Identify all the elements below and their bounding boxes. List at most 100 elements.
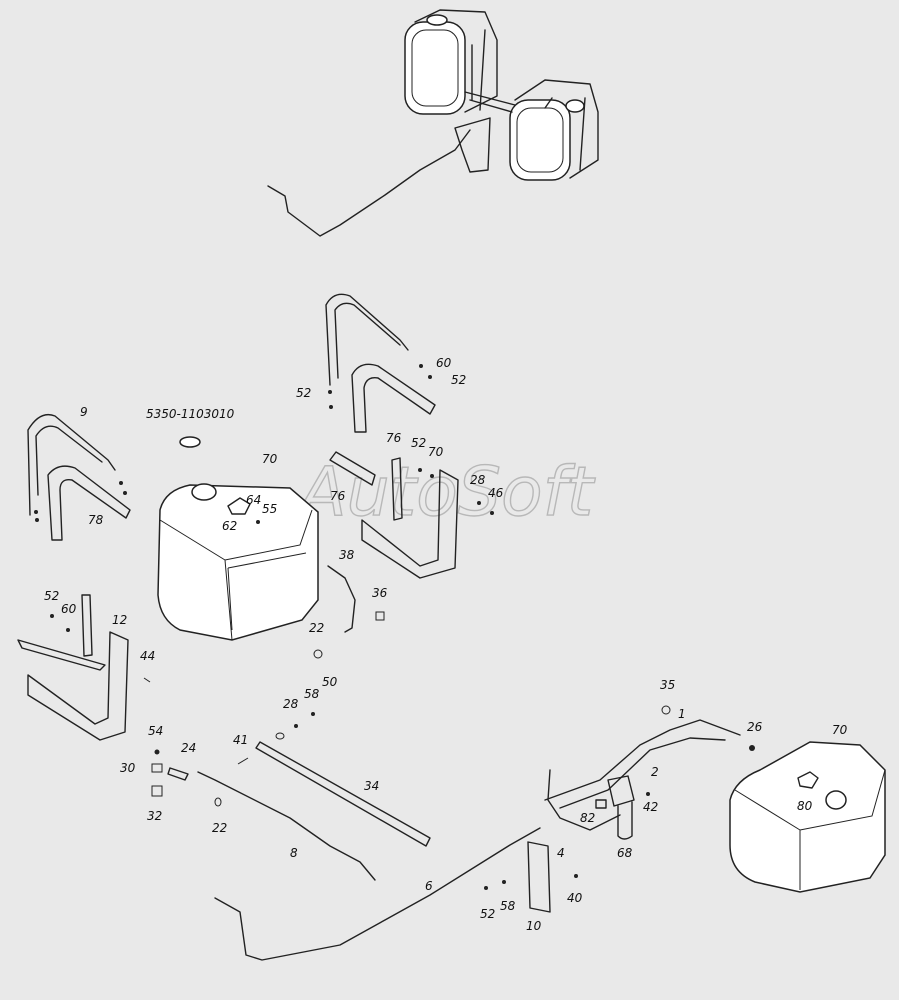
callout-58a: 58: [304, 687, 320, 701]
callout-28a: 28: [470, 473, 486, 487]
callout-8: 8: [290, 846, 298, 860]
fitting-26: [749, 745, 755, 751]
callout-9: 9: [80, 405, 88, 419]
fitting-22b: [214, 797, 222, 807]
callout-52b: 52: [296, 386, 311, 400]
upper-strap: [325, 293, 409, 386]
callout-44: 44: [140, 649, 155, 663]
callout-52e: 52: [480, 907, 495, 921]
top-crossbar: [464, 91, 516, 113]
pipe-2: [559, 737, 726, 809]
strap-9-inner: [35, 425, 103, 496]
clip-24: [167, 767, 189, 781]
top-assembly: [267, 9, 599, 237]
bolt-dot: [50, 614, 54, 618]
side-tank-70: [729, 741, 886, 893]
part-number-label: 5350-1103010: [146, 407, 235, 421]
fitting-36: [375, 611, 385, 621]
callout-12: 12: [112, 613, 127, 627]
fuel-cap-part: [179, 436, 201, 448]
pipe-34: [255, 741, 431, 847]
callout-60a: 60: [436, 356, 452, 370]
bolt-dot: [329, 405, 333, 409]
bolt-41: [237, 757, 249, 765]
upper-strap-inner: [334, 302, 401, 379]
main-tank-70: [157, 484, 319, 641]
fitting-22: [313, 649, 323, 659]
main-tank-edges: [159, 509, 313, 641]
callout-26: 26: [747, 720, 763, 734]
bolt-40: [574, 874, 578, 878]
bolt-dot: [256, 520, 260, 524]
pipe-6: [214, 827, 541, 961]
bolt-dot: [477, 501, 481, 505]
callout-6: 6: [425, 879, 433, 893]
filter-68: [617, 801, 633, 840]
middle-center-group: [313, 293, 494, 659]
fitting-54: [154, 749, 160, 755]
bolt-dot: [428, 375, 432, 379]
lower-left-group: [17, 594, 151, 741]
fitting-50: [311, 712, 315, 716]
strap-9: [27, 413, 116, 516]
callout-30: 30: [120, 761, 136, 775]
fitting-35: [661, 705, 671, 715]
pipe-1: [544, 719, 741, 801]
top-tank-left-cap: [426, 14, 448, 26]
callout-78: 78: [88, 513, 104, 527]
callout-68: 68: [617, 846, 633, 860]
top-tank-right-body: [514, 79, 599, 179]
callout-55: 55: [262, 502, 277, 516]
callout-42: 42: [643, 800, 658, 814]
bolt-dot: [66, 628, 70, 632]
side-tank-edges: [734, 769, 886, 890]
callout-80: 80: [797, 799, 813, 813]
callout-1: 1: [678, 707, 686, 721]
cradle-pad: [329, 451, 376, 486]
bolt-dot: [418, 468, 422, 472]
callout-52a: 52: [451, 373, 466, 387]
bolt-dot: [419, 364, 423, 368]
bolt-52e: [484, 886, 488, 890]
middle-left-group: [27, 413, 319, 641]
callout-41: 41: [233, 733, 248, 747]
top-tank-right-cap: [565, 99, 585, 113]
callout-64: 64: [246, 493, 261, 507]
bolt-dot: [119, 481, 123, 485]
callout-82: 82: [580, 811, 595, 825]
bolt-dot: [490, 511, 494, 515]
strap-76-top: [351, 363, 436, 433]
callout-70a: 70: [262, 452, 278, 466]
cradle-bracket-70: [361, 469, 459, 579]
top-tank-right-strap: [544, 97, 586, 171]
callout-76b: 76: [330, 489, 346, 503]
fittings-30-32: [151, 763, 163, 797]
top-tank-left-front: [404, 21, 466, 115]
sender-unit: [227, 497, 251, 515]
top-tank-right-front: [509, 99, 571, 181]
callout-24: 24: [181, 741, 196, 755]
callout-62: 62: [222, 519, 237, 533]
callout-52d: 52: [44, 589, 59, 603]
callout-52c: 52: [411, 436, 426, 450]
callout-22a: 22: [309, 621, 324, 635]
fitting-82: [595, 799, 607, 809]
main-tank-filler: [191, 483, 217, 501]
bolt-42: [646, 792, 650, 796]
callout-10: 10: [526, 919, 542, 933]
callout-2: 2: [651, 765, 659, 779]
lower-pipes: [151, 712, 541, 961]
top-tank-left-rim: [411, 29, 459, 107]
callout-58b: 58: [500, 899, 516, 913]
callout-50: 50: [322, 675, 338, 689]
callout-4: 4: [557, 846, 565, 860]
main-tank-rim: [227, 552, 307, 631]
fitting-28b: [275, 732, 285, 740]
bolt-58b: [502, 880, 506, 884]
sender-unit-80: [797, 771, 819, 789]
lower-right-group: [484, 705, 886, 913]
bracket-12: [27, 631, 129, 741]
callout-35: 35: [660, 678, 675, 692]
